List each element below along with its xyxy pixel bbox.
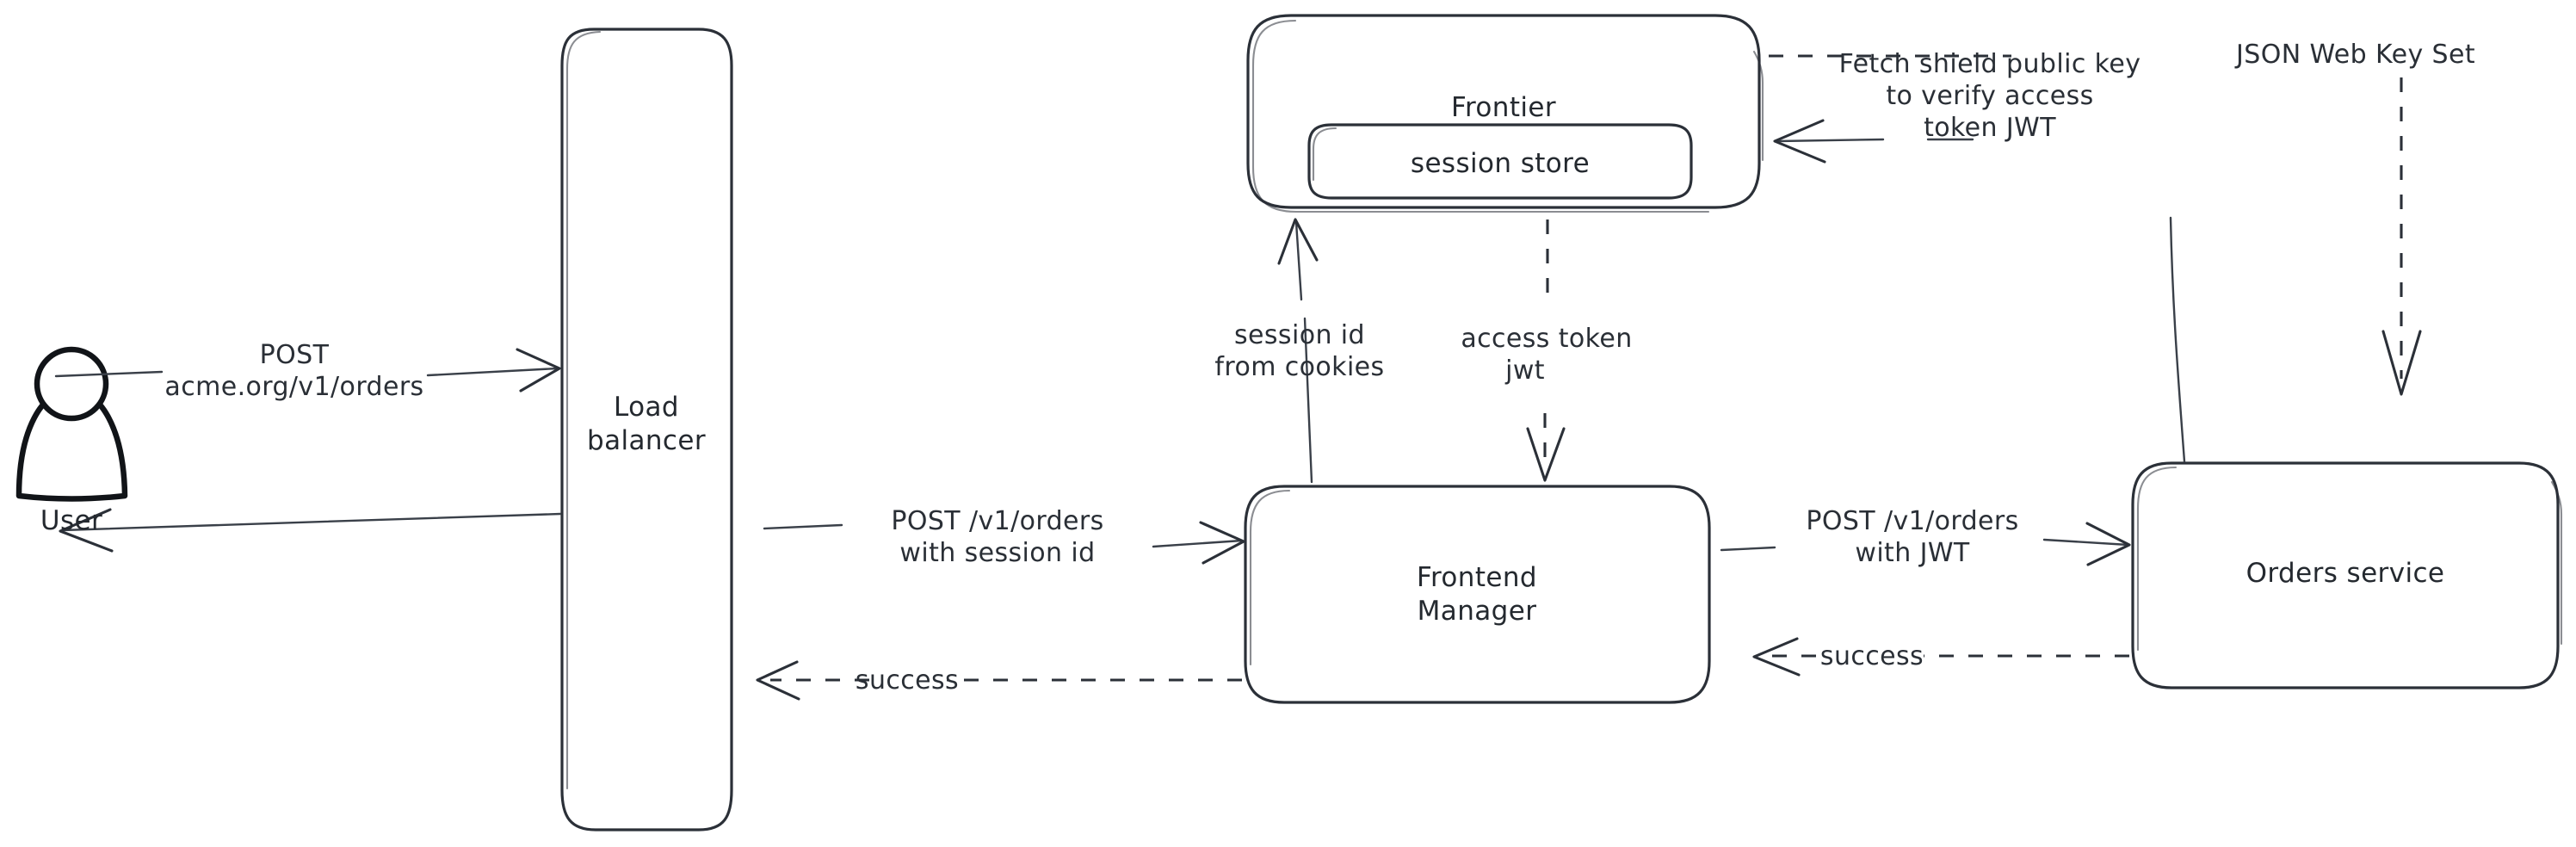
edge-user-to-load-balancer	[54, 348, 561, 393]
edge-frontend-manager-to-orders-service	[1720, 522, 2131, 566]
edge-frontend-manager-to-frontier	[1277, 218, 1319, 484]
edge-label-access-token-line2: jwt	[1505, 355, 1545, 386]
node-frontend-manager[interactable]	[1244, 485, 1711, 704]
edge-label-lb-fm-line2: with session id	[899, 538, 1096, 568]
frontend-manager-label-line1: Frontend	[1416, 562, 1538, 593]
edge-label-fm-orders-line1: POST /v1/orders	[1806, 506, 2019, 536]
load-balancer-label-line1: Load	[614, 392, 679, 423]
edge-frontend-manager-to-load-balancer	[756, 660, 1242, 701]
edge-label-post-url: acme.org/v1/orders	[164, 372, 424, 402]
orders-service-label: Orders service	[2246, 558, 2445, 589]
edge-label-session-id-line2: from cookies	[1214, 352, 1385, 382]
session-store-label: session store	[1410, 148, 1591, 179]
edge-label-success-left: success	[855, 665, 960, 696]
edge-label-post-method: POST	[259, 340, 330, 370]
frontend-manager-label-line2: Manager	[1417, 596, 1537, 627]
node-session-store[interactable]	[1307, 123, 1693, 200]
edge-label-fetch-key-line3: token JWT	[1924, 113, 2056, 143]
node-load-balancer[interactable]	[560, 28, 733, 832]
edge-label-fm-orders-line2: with JWT	[1855, 538, 1970, 568]
edge-label-success-right: success	[1819, 641, 1924, 671]
edge-label-lb-fm-line1: POST /v1/orders	[891, 506, 1104, 536]
user-label: User	[40, 505, 103, 536]
node-orders-service[interactable]	[2131, 461, 2563, 689]
edge-label-session-id-line1: session id	[1234, 320, 1365, 350]
edge-orders-service-to-frontend-manager	[1752, 637, 2129, 677]
edge-load-balancer-to-user	[59, 508, 562, 553]
edge-orders-service-to-frontier	[1773, 119, 2186, 463]
load-balancer-label-line2: balancer	[587, 425, 706, 456]
edge-load-balancer-to-frontend-manager	[763, 521, 1245, 565]
edge-label-access-token-line1: access token	[1461, 324, 1633, 354]
edge-frontier-to-orders-service-jwks	[1769, 54, 2422, 396]
edge-label-jwks: JSON Web Key Set	[2236, 40, 2476, 70]
user-icon	[15, 346, 128, 502]
frontier-label: Frontier	[1450, 92, 1557, 123]
edge-label-fetch-key-line2: to verify access	[1886, 81, 2094, 111]
edge-label-fetch-key-line1: Fetch shield public key	[1838, 49, 2141, 79]
edge-frontier-to-frontend-manager	[1526, 219, 1566, 482]
